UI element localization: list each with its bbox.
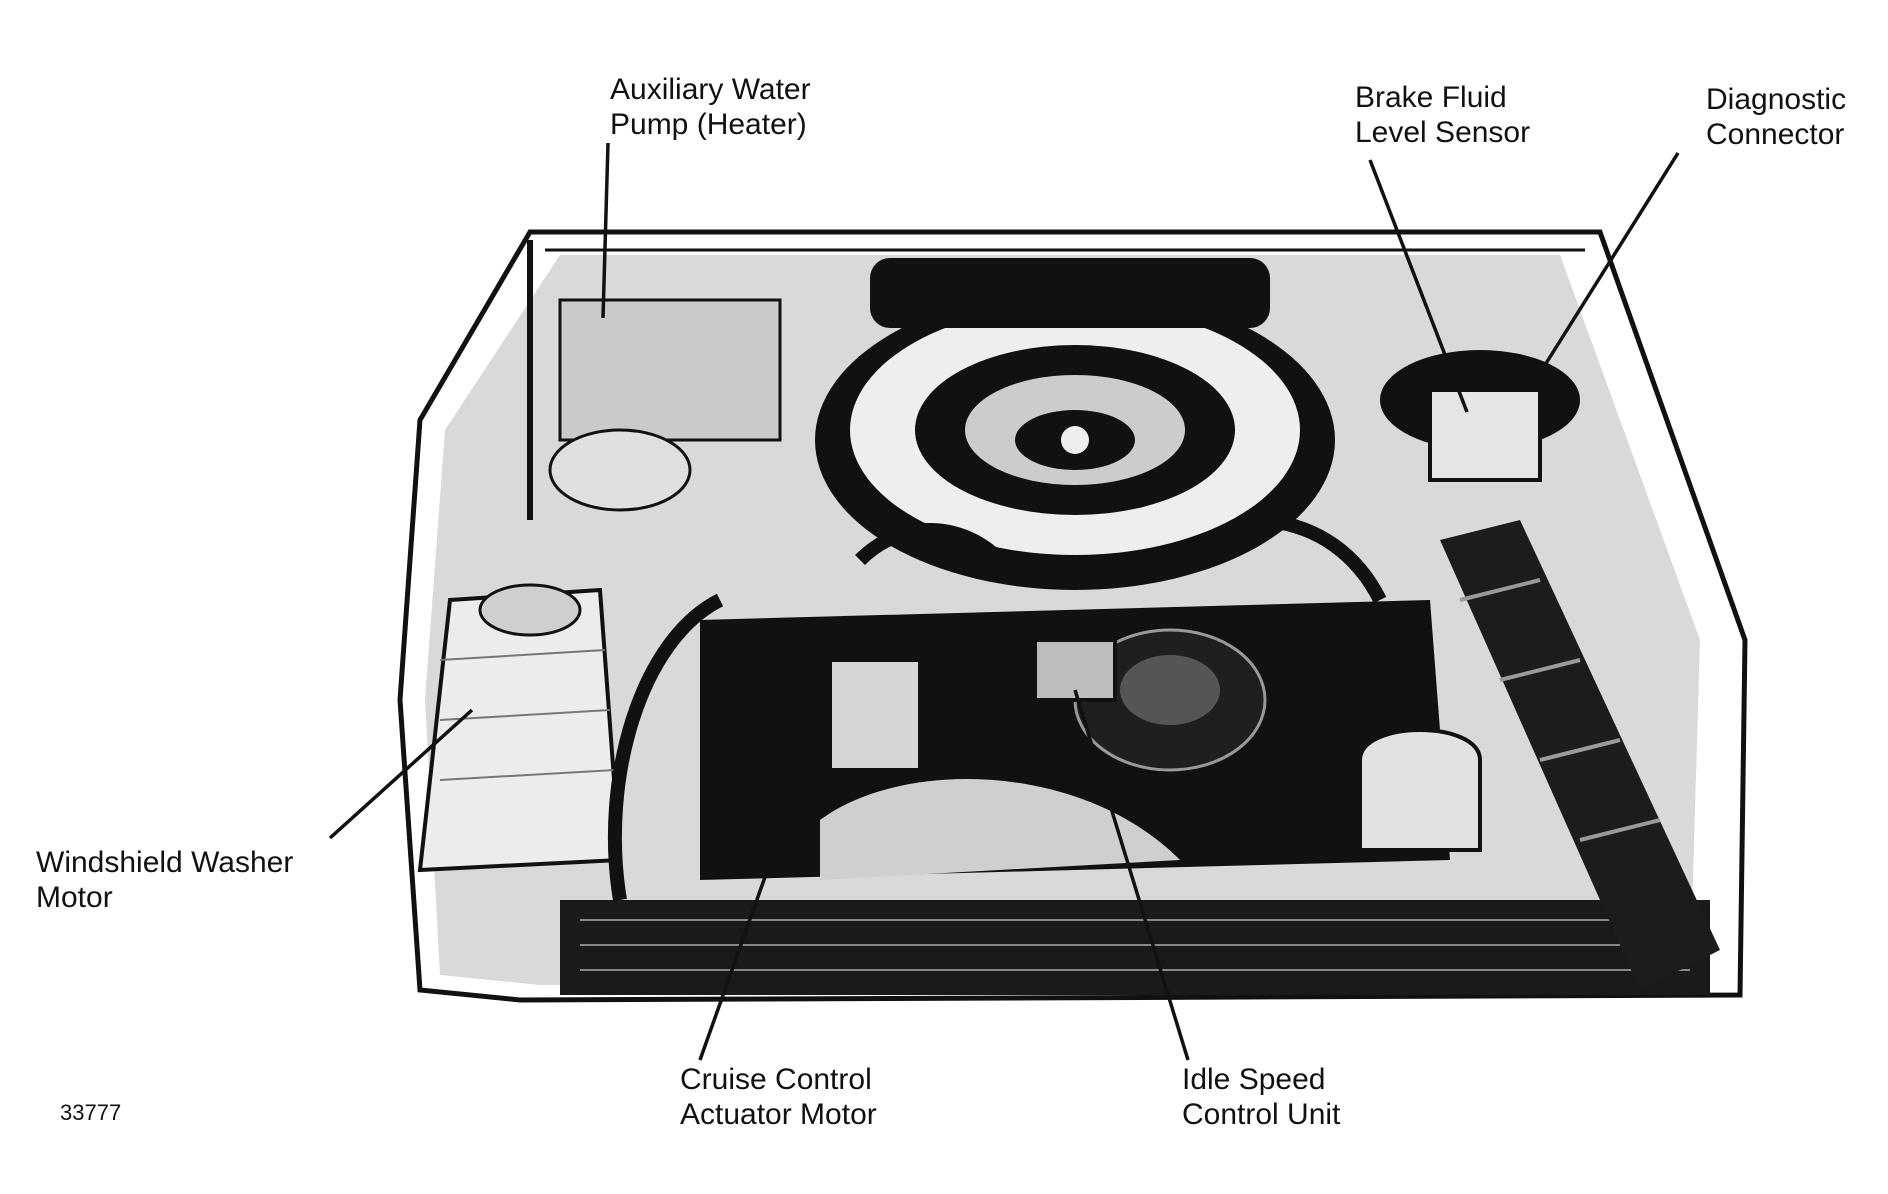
callout-aux-water-pump-line2: Pump (Heater) (610, 108, 807, 141)
callout-aux-water-pump-line1: Auxiliary Water (610, 73, 811, 106)
leader-idle-speed (1073, 689, 1190, 1061)
leader-brake-fluid (1368, 159, 1469, 413)
cruise-actuator (760, 658, 922, 772)
callout-washer-motor: Windshield Washer Motor (36, 845, 293, 915)
callout-diagnostic-line2: Connector (1706, 118, 1845, 151)
callout-diagnostic: Diagnostic Connector (1706, 82, 1846, 152)
radiator (560, 900, 1710, 995)
callout-brake-fluid-line2: Level Sensor (1355, 116, 1531, 149)
leader-lines (328, 142, 1680, 1061)
leader-washer-motor (328, 708, 474, 840)
callout-idle-speed-line1: Idle Speed (1182, 1063, 1326, 1096)
brake-reservoir (1380, 350, 1580, 482)
callout-diagnostic-line1: Diagnostic (1706, 83, 1847, 116)
leader-aux-water-pump (601, 142, 610, 319)
callout-washer-motor-line2: Motor (36, 881, 113, 914)
hoses (607, 513, 1387, 902)
callout-washer-motor-line1: Windshield Washer (36, 846, 294, 879)
engine-bay-outline (397, 229, 1748, 1003)
heater-pump-area (527, 240, 782, 520)
leader-cruise-control (698, 769, 805, 1061)
air-cleaner (815, 258, 1335, 590)
callout-cruise-control: Cruise Control Actuator Motor (680, 1062, 877, 1132)
figure-number: 33777 (60, 1100, 122, 1125)
callout-brake-fluid-line1: Brake Fluid (1355, 81, 1507, 114)
callout-idle-speed: Idle Speed Control Unit (1182, 1062, 1340, 1132)
intake-duct (1440, 520, 1720, 990)
right-canister (1358, 728, 1482, 852)
callout-idle-speed-line2: Control Unit (1182, 1098, 1341, 1131)
callout-aux-water-pump: Auxiliary Water Pump (Heater) (610, 72, 811, 142)
callout-brake-fluid: Brake Fluid Level Sensor (1355, 80, 1530, 150)
callout-cruise-control-line1: Cruise Control (680, 1063, 872, 1096)
callout-cruise-control-line2: Actuator Motor (680, 1098, 877, 1131)
leader-diagnostic (1543, 152, 1680, 366)
